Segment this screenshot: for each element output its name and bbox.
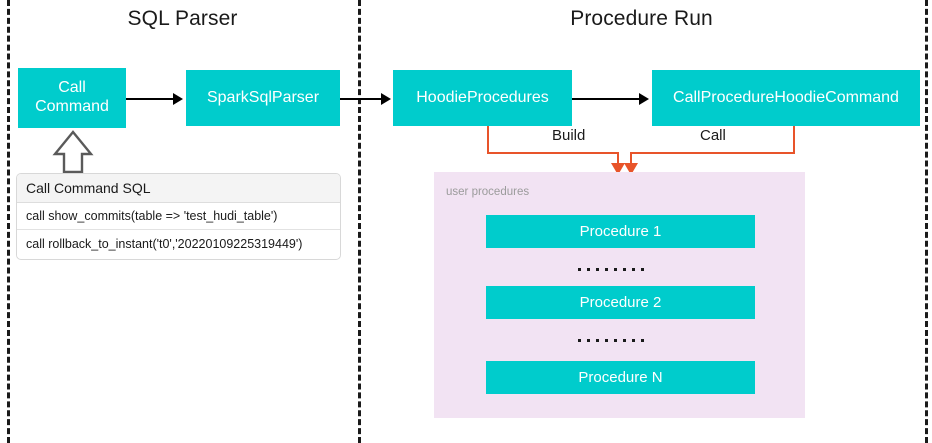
arrow-call-command-to-spark-parser-head	[173, 93, 183, 105]
node-hoodie-procedures[interactable]: HoodieProcedures	[393, 70, 572, 126]
arrow-hoodie-procedures-to-call-command-node-head	[639, 93, 649, 105]
call-command-sql-card-header: Call Command SQL	[17, 174, 340, 203]
call-connector-vertical-right	[793, 126, 795, 153]
call-command-sql-row: call rollback_to_instant('t0','202201092…	[17, 230, 340, 257]
arrow-spark-parser-to-hoodie-procedures-head	[381, 93, 391, 105]
node-spark-sql-parser-label: SparkSqlParser	[206, 88, 320, 106]
arrow-hoodie-procedures-to-call-command-node-line	[572, 98, 640, 100]
procedure-item-label: Procedure N	[578, 368, 663, 386]
procedure-item[interactable]: Procedure N	[486, 361, 755, 394]
node-call-command-label-line1: Call	[58, 79, 86, 97]
procedure-item[interactable]: Procedure 1	[486, 215, 755, 248]
middle-divider	[358, 0, 361, 443]
node-call-command-label-line2: Command	[35, 98, 109, 115]
section-title-procedure-run: Procedure Run	[570, 7, 713, 30]
call-command-sql-card: Call Command SQL call show_commits(table…	[16, 173, 341, 260]
left-divider	[7, 0, 10, 443]
build-connector-vertical-right	[617, 152, 619, 165]
edge-label-build: Build	[547, 127, 591, 144]
procedures-ellipsis	[578, 268, 644, 271]
user-procedures-panel-title: user procedures	[446, 186, 530, 198]
hollow-up-arrow-icon	[52, 130, 94, 174]
section-title-sql-parser: SQL Parser	[127, 7, 238, 30]
call-command-sql-row: call show_commits(table => 'test_hudi_ta…	[17, 203, 340, 230]
node-call-procedure-hoodie-command-label: CallProcedureHoodieCommand	[673, 88, 899, 106]
procedure-item-label: Procedure 2	[579, 293, 662, 311]
call-connector-vertical-left	[630, 152, 632, 165]
procedure-item[interactable]: Procedure 2	[486, 286, 755, 319]
node-call-command[interactable]: Call Command	[18, 68, 126, 128]
right-divider	[925, 0, 928, 443]
node-spark-sql-parser[interactable]: SparkSqlParser	[186, 70, 340, 126]
procedure-item-label: Procedure 1	[579, 222, 662, 240]
build-connector-vertical-left	[487, 126, 489, 153]
node-hoodie-procedures-label: HoodieProcedures	[416, 88, 549, 106]
arrow-spark-parser-to-hoodie-procedures-line	[340, 98, 382, 100]
procedures-ellipsis	[578, 339, 644, 342]
arrow-call-command-to-spark-parser-line	[126, 98, 174, 100]
edge-label-call: Call	[695, 127, 731, 144]
node-call-procedure-hoodie-command[interactable]: CallProcedureHoodieCommand	[652, 70, 920, 126]
build-connector-horizontal	[487, 152, 618, 154]
call-connector-horizontal	[630, 152, 795, 154]
